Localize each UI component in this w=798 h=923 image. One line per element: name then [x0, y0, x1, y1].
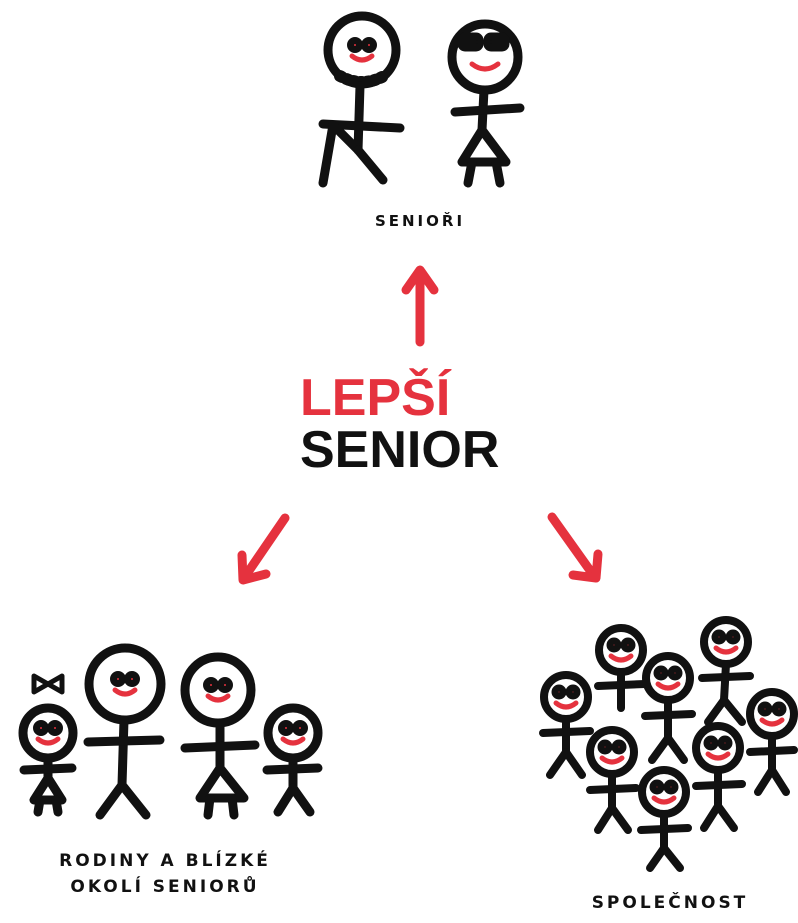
arrow-up: [401, 265, 439, 347]
senior-woman-figure: [447, 19, 525, 188]
families-label-line1: RODINY A BLÍZKÉ: [59, 851, 271, 871]
society-crowd: [539, 616, 798, 872]
title-line-senior: SENIOR: [300, 421, 500, 479]
families-label-line2: OKOLÍ SENIORŮ: [70, 877, 260, 897]
seniors-label: SENIOŘI: [374, 212, 466, 230]
center-title: LEPŠÍ SENIOR: [300, 372, 540, 476]
society-label: SPOLEČNOST: [591, 893, 749, 913]
arrow-down-right: [547, 512, 603, 583]
families-label: RODINY A BLÍZKÉ OKOLÍ SENIORŮ: [20, 848, 310, 900]
title-line-lepsi: LEPŠÍ: [300, 369, 451, 427]
family-group: [18, 643, 323, 820]
arrow-down-left: [237, 513, 290, 585]
senior-man-figure: [318, 11, 405, 188]
